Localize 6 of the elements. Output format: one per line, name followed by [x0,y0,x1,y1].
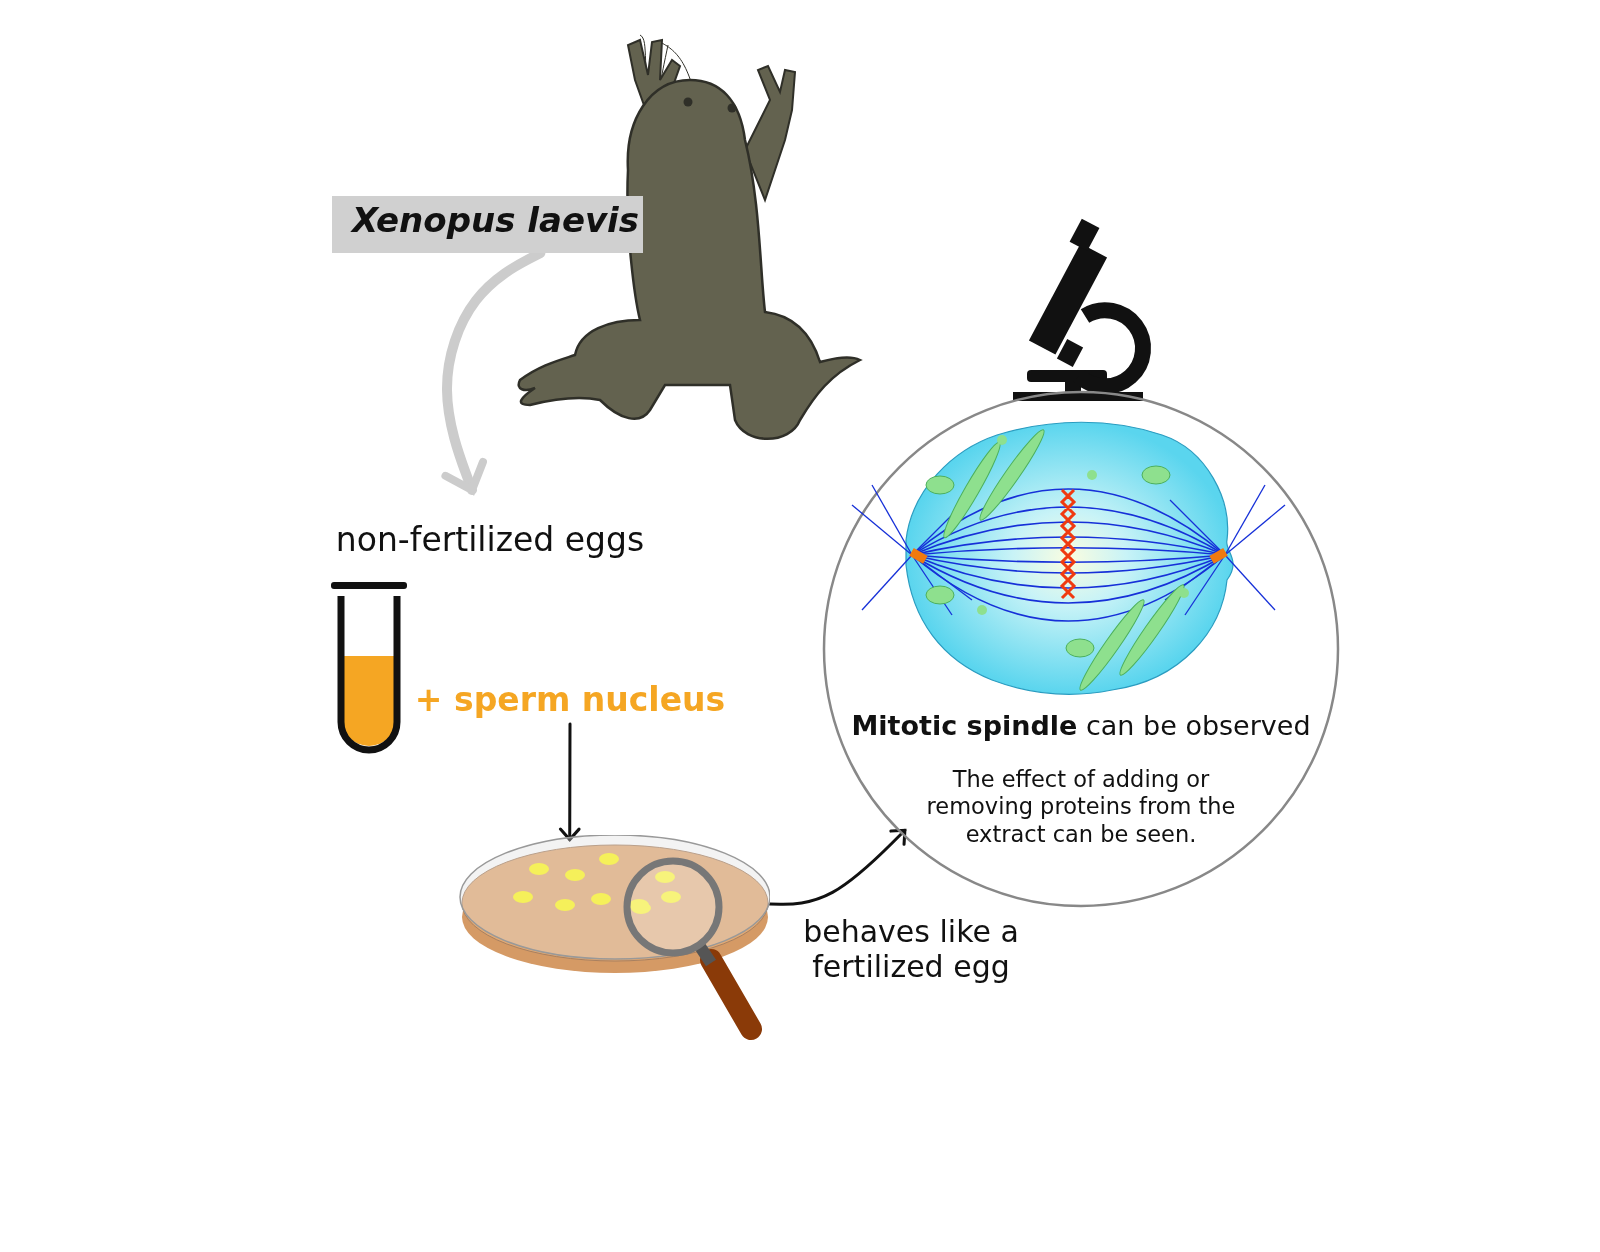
description-text: The effect of adding or removing proteins from the extract can be seen. [925,766,1237,849]
text-label: Mitotic spindle can be observed [850,710,1312,743]
text-label: non-fertilized eggs [334,520,646,560]
text-label: + sperm nucleus [413,680,727,720]
species-label: Xenopus laevis [352,200,640,241]
label-box [332,196,643,253]
